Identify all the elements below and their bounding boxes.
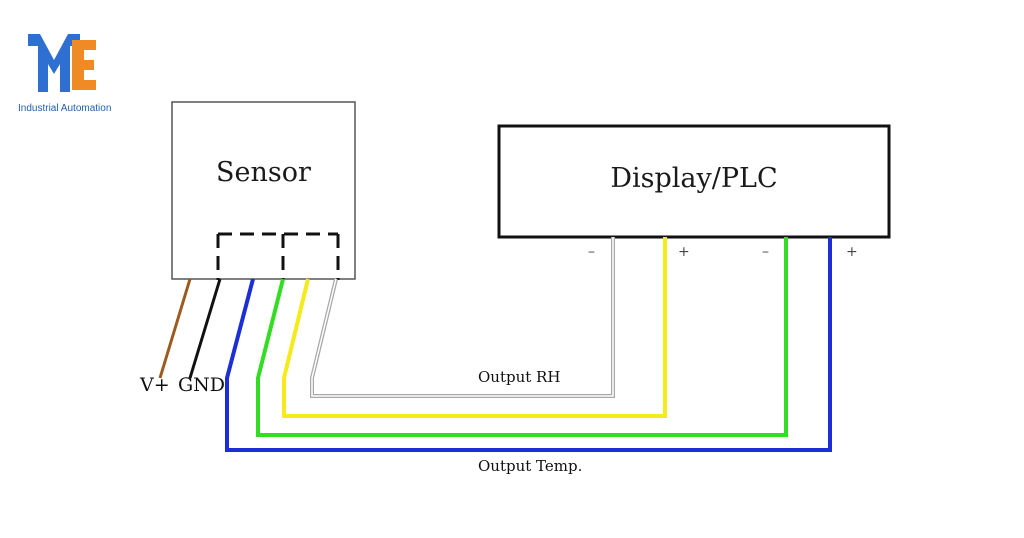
wire-temp-minus: [256, 237, 788, 437]
terminal-rh-plus: +: [678, 244, 690, 260]
wire-rh-minus: [310, 237, 615, 398]
mte-logo-icon: [28, 34, 96, 92]
terminal-temp-minus: –: [762, 244, 769, 260]
logo-caption: Industrial Automation: [18, 103, 112, 114]
gnd-label: GND: [178, 374, 226, 396]
sensor-label: Sensor: [216, 157, 311, 188]
vplus-label: V+: [140, 374, 170, 396]
sensor-box: [171, 101, 356, 280]
output-rh-label: Output RH: [478, 368, 561, 386]
terminal-rh-minus: –: [588, 244, 595, 260]
display-box: [497, 124, 891, 239]
logo-orange-mark: [72, 40, 96, 90]
sensor-terminal-block: [216, 232, 340, 280]
wire-gnd: [188, 278, 222, 379]
wire-rh-plus: [282, 237, 667, 418]
wire-vplus: [158, 278, 192, 379]
logo-blue-mark: [28, 34, 80, 92]
wire-rh-minus-inner: [311, 237, 614, 397]
wire-temp-plus: [225, 237, 832, 452]
display-label: Display/PLC: [610, 163, 778, 194]
terminal-temp-plus: +: [846, 244, 858, 260]
output-temp-label: Output Temp.: [478, 457, 583, 475]
